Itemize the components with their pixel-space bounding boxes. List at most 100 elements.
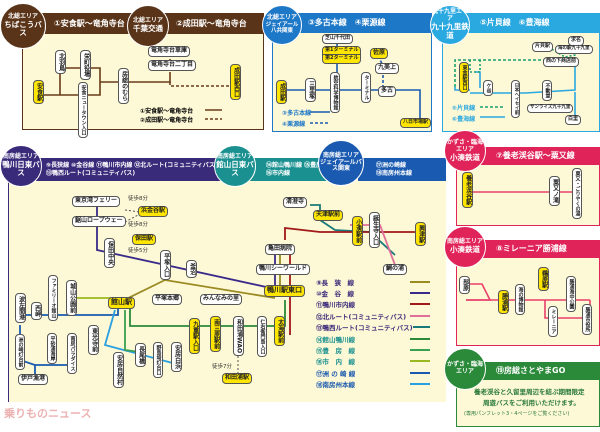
station[interactable]: 安房自然村 (113, 352, 124, 388)
station[interactable]: 鋸山ロープウェー (72, 216, 126, 227)
station[interactable]: 勝浦駅 (498, 290, 509, 314)
station-abiko[interactable]: 安食駅 (33, 80, 44, 104)
walk-note: 徒歩8分 (128, 196, 148, 202)
station[interactable]: 西の下商店前 (543, 57, 580, 67)
station[interactable]: 粟又ノ滝 (549, 176, 560, 206)
station[interactable]: 八日市場駅 (400, 118, 432, 128)
station[interactable]: 平砂浦海岸 (47, 333, 57, 364)
satoyama-text: 養老渓谷と久留里周辺を結ぶ期間限定 (474, 388, 585, 396)
route-list: ⑰洲の崎線 (376, 162, 407, 170)
legend-swatch (410, 314, 430, 317)
station[interactable]: 白里 (565, 115, 582, 125)
legend-label: ⑪鴨川市内線 (316, 301, 355, 310)
station[interactable]: 三里塚 (305, 78, 316, 102)
station[interactable]: 片貝駅 (532, 42, 554, 52)
station[interactable]: 第2ターミナル (322, 54, 362, 64)
kujukuri-header: ⑤片貝線 ⑥豊海線 (462, 13, 600, 33)
station[interactable]: ファミリーオ館山 (48, 275, 58, 321)
station[interactable]: 太海駅前 (274, 316, 285, 346)
station[interactable]: 勝浦海中公園 (566, 276, 576, 312)
legend-swatch (412, 326, 430, 329)
station[interactable]: 安食ニュータウン入口 (78, 82, 88, 138)
station[interactable]: 北羽鳥 (55, 50, 66, 74)
station[interactable]: 竜角寺台車庫 (148, 46, 191, 57)
legend-swatch (410, 360, 430, 363)
station[interactable]: ケ谷 (483, 80, 493, 96)
route-list: ⑯市内線 (266, 169, 291, 177)
station[interactable]: 保田駅 (132, 234, 157, 245)
station[interactable]: 多古 (378, 86, 397, 97)
station[interactable]: 栄町役場 (80, 50, 91, 80)
station[interactable]: 釜沼 (186, 260, 197, 278)
station[interactable]: 小湊駅前 (352, 216, 363, 246)
station-tateyama[interactable]: 館山駅 (108, 297, 135, 309)
station[interactable]: 長尾橋 (135, 343, 146, 367)
station[interactable]: 和田浦駅 (222, 373, 253, 384)
satoyama-note: (専用パンフレット3・4ページをご覧ください) (464, 411, 570, 417)
station[interactable]: 海の博物館 (515, 284, 525, 315)
route-list: ⑨長狭線 ⑩金谷線 ⑪鴨川市内線 ⑫北ルート(コミュニティバス) (46, 162, 218, 170)
station[interactable]: 東光寺前 (88, 325, 99, 355)
legend-item: ⑩金 谷 線 (316, 287, 430, 298)
station[interactable]: 伊戸漁港 (18, 374, 49, 385)
station[interactable]: 九美上 (375, 63, 400, 74)
station[interactable]: ミレーニア (548, 306, 558, 337)
station[interactable]: 航空科学博物館 (330, 72, 340, 113)
station[interactable]: 東京湾フェリー (72, 196, 121, 207)
station[interactable]: 浜金谷駅 (138, 206, 169, 217)
station[interactable]: 房総のむら (118, 68, 129, 104)
station[interactable]: 南房パラダイス (67, 333, 77, 374)
station[interactable]: 平塚本郷 (152, 294, 183, 305)
station[interactable]: 海の駅九十九里 (555, 45, 593, 54)
station[interactable]: サンライズ九十九里 (527, 104, 574, 113)
station[interactable]: 芝山千代田 (322, 34, 354, 44)
legend-swatch (410, 337, 430, 340)
station[interactable]: 興津駅 (415, 222, 426, 246)
station[interactable]: 亀田病院 (265, 244, 296, 255)
jr-north-header: ③多古本線 ④栗源線 (290, 13, 432, 33)
station[interactable]: 西岬 (31, 302, 42, 320)
legend-label: ⑱南房州本線 (316, 381, 355, 390)
station[interactable]: 不動堂 (542, 80, 552, 101)
station[interactable]: 勝浦市役所 (582, 304, 592, 335)
station[interactable]: 鴨川シーワールド (256, 264, 311, 275)
area-badge-kominato2: 南房総エリア小湊鉄道 (444, 226, 486, 268)
legend-label: ⑨長 狭 線 (316, 278, 355, 287)
legend-item: ⑤片貝線 (452, 105, 476, 112)
walk-note: 徒歩8分 (128, 222, 148, 228)
station[interactable]: 日本ヘイセイ前 (511, 80, 520, 118)
station[interactable]: みんなみの里 (200, 294, 243, 305)
station-awa-kamogawa[interactable]: 鴨川駅東口 (264, 285, 305, 297)
station[interactable]: 九重駅入口 (189, 318, 200, 354)
station[interactable]: 粟又・ごりやくの湯 (572, 168, 582, 219)
area-badge-satoyama: かずさ・臨海エリア (444, 348, 486, 390)
station[interactable]: 南三原駅前 (210, 316, 221, 352)
station[interactable]: 養老渓谷駅 (462, 172, 473, 208)
station[interactable]: 城山公園前 (66, 280, 77, 316)
station[interactable]: 天津駅前 (313, 210, 344, 221)
station[interactable]: 和田浦WAO (233, 316, 244, 357)
station[interactable]: 部原 (459, 276, 470, 294)
area-badge-jr-north: 北総エリアジェイアール八共関東 (262, 5, 302, 45)
station[interactable]: 野島埼灯台口 (153, 342, 163, 378)
area-badge-kujukuri: 九十九里エリア九十九里鉄道 (430, 5, 470, 45)
station[interactable]: 仁右衛門島入口 (257, 316, 267, 357)
station[interactable]: 保田中央 (104, 238, 115, 268)
station[interactable]: 鵜原駅 (538, 267, 549, 291)
station[interactable]: 東金駅西口 (459, 62, 469, 93)
station[interactable]: 誕生寺入口 (369, 212, 380, 248)
station[interactable]: 洲の崎灯台前 (15, 334, 25, 370)
station[interactable]: 清澄寺 (283, 197, 308, 208)
north2-route-header: ②成田駅～竜角寺台 (160, 13, 264, 34)
station[interactable]: 佐原 (370, 48, 389, 59)
station[interactable]: 鯛の浦 (383, 264, 408, 275)
station[interactable]: 竜角寺台二丁目 (148, 60, 197, 71)
station[interactable]: ターミナル (361, 72, 371, 103)
station[interactable]: 安房白浜 (171, 342, 182, 372)
station[interactable]: 成田駅 (276, 80, 287, 104)
station-narita-west[interactable]: 成田駅西口 (230, 64, 241, 100)
south-panel (8, 170, 446, 402)
station[interactable]: 波左間港 (15, 293, 26, 323)
station[interactable]: 平塚入口 (160, 250, 171, 280)
